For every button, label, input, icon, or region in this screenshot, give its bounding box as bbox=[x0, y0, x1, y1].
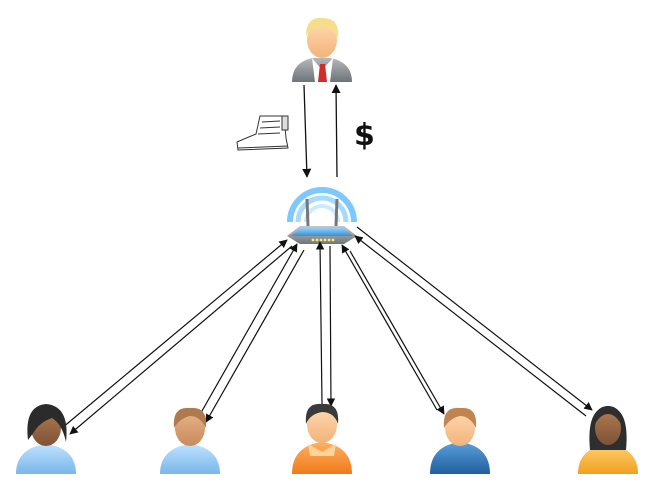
customer-1-avatar-icon bbox=[16, 404, 76, 474]
connection-arrow-c1-down bbox=[69, 245, 293, 435]
customer-3-avatar-icon bbox=[292, 403, 352, 474]
connection-arrow-c2-up bbox=[197, 243, 298, 419]
boot-icon bbox=[236, 115, 289, 151]
connection-arrow-c3-up bbox=[315, 241, 325, 405]
connection-arrow-c4-up bbox=[341, 244, 438, 411]
connection-arrows bbox=[61, 226, 593, 435]
connection-arrow-c4-down bbox=[349, 250, 445, 415]
connection-arrow-c2-down bbox=[205, 249, 305, 423]
connection-arrow-c5-up bbox=[354, 235, 587, 417]
connection-arrow-c3-down bbox=[326, 245, 336, 407]
wifi-router-icon bbox=[287, 187, 357, 244]
payment-flow-arrow bbox=[331, 84, 341, 178]
vendor-avatar-icon bbox=[292, 17, 352, 82]
product-flow-arrow bbox=[302, 84, 312, 178]
connection-arrow-c1-up bbox=[61, 239, 288, 429]
customer-2-avatar-icon bbox=[160, 407, 220, 474]
customer-4-avatar-icon bbox=[430, 407, 490, 474]
payment-label: $ bbox=[354, 118, 375, 153]
customer-5-avatar-icon bbox=[578, 406, 638, 474]
connection-arrow-c5-down bbox=[356, 226, 593, 411]
